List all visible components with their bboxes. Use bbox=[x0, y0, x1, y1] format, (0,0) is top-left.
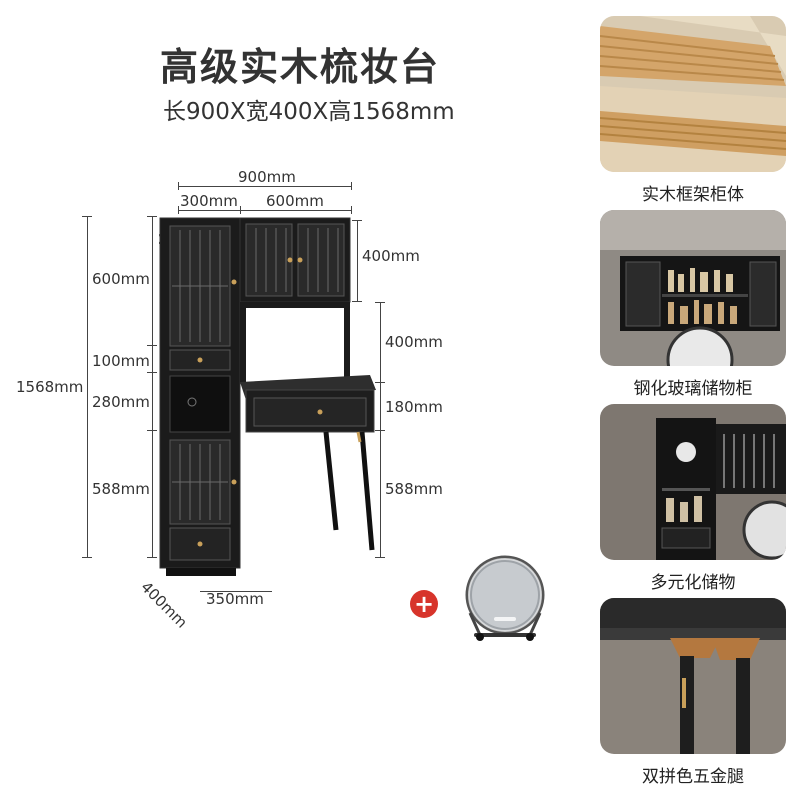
dim-right-gap: 400mm bbox=[385, 333, 443, 351]
feature-label-wood: 实木框架柜体 bbox=[642, 185, 744, 205]
dimension-diagram: 900mm 300mm 600mm 200mm 1568mm 600mm 100… bbox=[16, 168, 545, 641]
hardware-legs-image bbox=[600, 598, 786, 754]
page-subtitle: 长900X宽400X高1568mm bbox=[163, 99, 455, 125]
led-mirror-image bbox=[465, 555, 545, 641]
add-accessory-icon: + bbox=[410, 590, 438, 618]
dim-top-cabinet: 400mm bbox=[362, 247, 420, 265]
dim-left-drawer: 100mm bbox=[92, 352, 150, 370]
feature-card-glass bbox=[600, 210, 786, 366]
dim-right-leg: 588mm bbox=[385, 480, 443, 498]
dim-left-width: 300mm bbox=[180, 192, 238, 210]
dim-left-open: 280mm bbox=[92, 393, 150, 411]
dim-left-lower: 588mm bbox=[92, 480, 150, 498]
dim-desk: 180mm bbox=[385, 398, 443, 416]
wood-board-image bbox=[600, 16, 786, 172]
dim-left-upper: 600mm bbox=[92, 270, 150, 288]
glass-cabinet-image bbox=[600, 210, 786, 366]
feature-card-legs bbox=[600, 598, 786, 754]
vanity-illustration bbox=[159, 217, 376, 576]
feature-card-wood bbox=[600, 16, 786, 172]
feature-label-legs: 双拼色五金腿 bbox=[642, 767, 744, 787]
dim-total-height: 1568mm bbox=[16, 378, 84, 396]
page-title: 高级实木梳妆台 bbox=[160, 45, 441, 89]
dim-total-width: 900mm bbox=[238, 168, 296, 186]
feature-label-glass: 钢化玻璃储物柜 bbox=[633, 379, 753, 399]
feature-card-storage bbox=[600, 404, 786, 560]
storage-image bbox=[600, 404, 786, 560]
feature-label-storage: 多元化储物 bbox=[650, 573, 736, 593]
dim-right-width: 600mm bbox=[266, 192, 324, 210]
dim-base-width: 350mm bbox=[206, 590, 264, 608]
